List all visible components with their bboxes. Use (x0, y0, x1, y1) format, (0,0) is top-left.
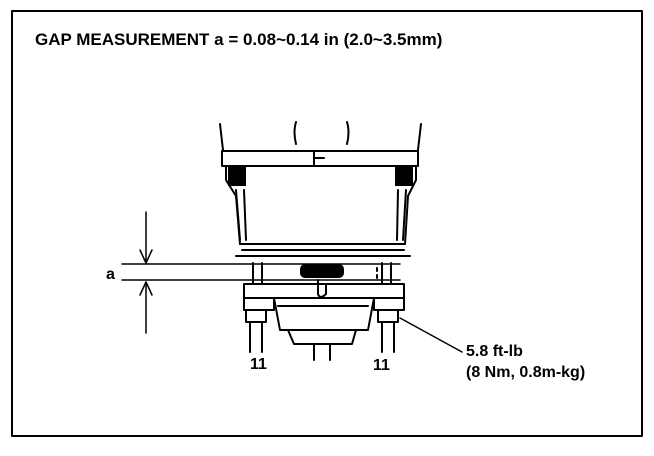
torque-leader-line (399, 317, 463, 353)
bolt-right (377, 309, 399, 353)
upper-shaft (219, 121, 422, 151)
gap-dimension (121, 211, 401, 334)
rotor-gap-zone (252, 262, 392, 284)
lower-flange (243, 279, 405, 361)
bolt-size-label-right: 11 (373, 357, 390, 374)
housing-body (225, 165, 417, 257)
bolt-left (245, 309, 267, 353)
bolt-size-label-left: 11 (250, 356, 267, 373)
frame-border (11, 10, 643, 437)
gap-label: a (106, 266, 115, 283)
diagram-title: GAP MEASUREMENT a = 0.08~0.14 in (2.0~3.… (35, 30, 443, 49)
torque-spec-line1: 5.8 ft-lb (466, 343, 523, 360)
top-flange (221, 150, 419, 167)
torque-spec-line2: (8 Nm, 0.8m-kg) (466, 364, 586, 381)
